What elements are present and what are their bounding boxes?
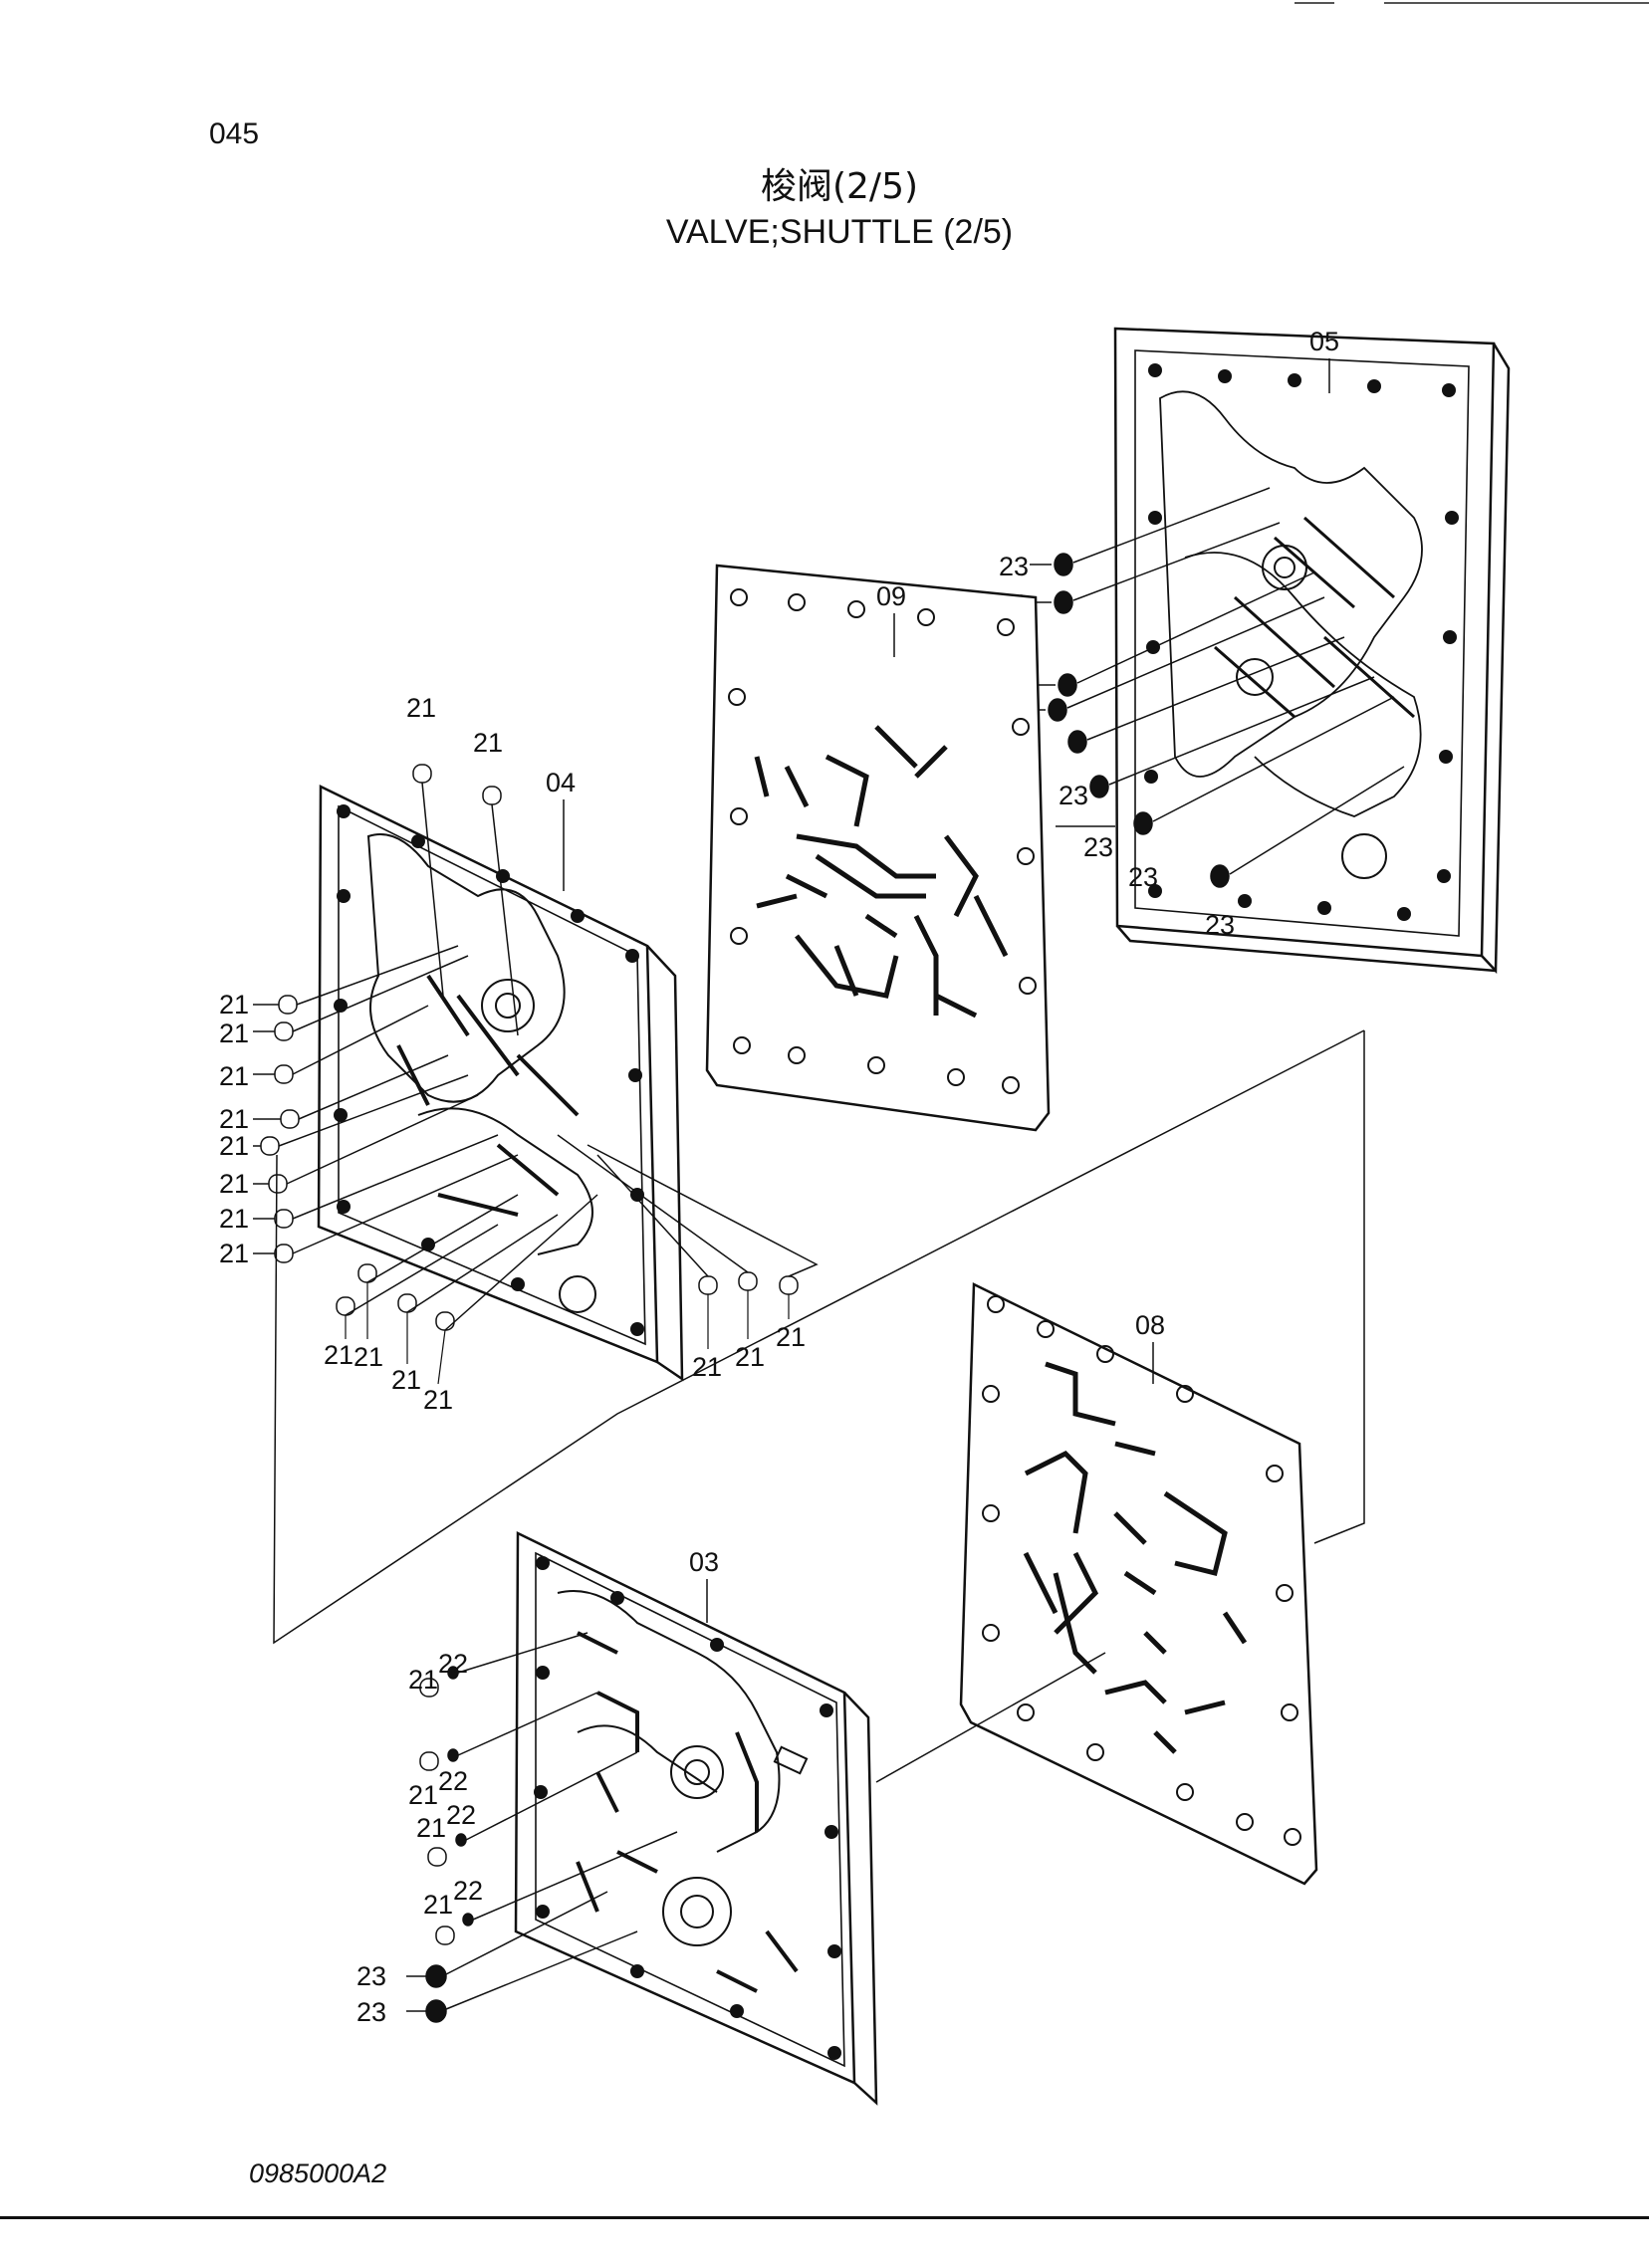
label-plug-21: 21 bbox=[324, 1340, 353, 1370]
label-plate-09: 09 bbox=[876, 581, 906, 611]
label-screen-23: 23 bbox=[1059, 781, 1088, 810]
screen-group-05 bbox=[1030, 487, 1405, 888]
label-plug-21: 21 bbox=[219, 1061, 249, 1091]
label-screen-23: 23 bbox=[1083, 832, 1113, 862]
plate-04 bbox=[317, 785, 684, 1382]
label-ring-22: 22 bbox=[438, 1766, 468, 1796]
label-plug-21: 21 bbox=[219, 1019, 249, 1048]
label-plug-21: 21 bbox=[219, 1239, 249, 1268]
assembly-lines bbox=[273, 825, 1365, 1783]
label-plug-21: 21 bbox=[735, 1342, 765, 1372]
label-plug-21: 21 bbox=[219, 1104, 249, 1134]
plug-leader-lines bbox=[253, 782, 819, 1331]
label-plug-21: 21 bbox=[219, 1204, 249, 1234]
label-plug-21: 21 bbox=[473, 728, 503, 758]
label-screen-23: 23 bbox=[1205, 910, 1235, 940]
label-screen-23: 23 bbox=[999, 552, 1029, 581]
label-plug-21: 21 bbox=[408, 1780, 438, 1810]
label-plug-21: 21 bbox=[776, 1322, 806, 1352]
label-ring-22: 22 bbox=[453, 1876, 483, 1906]
label-plug-21: 21 bbox=[219, 1131, 249, 1161]
label-plate-03: 03 bbox=[689, 1547, 719, 1577]
label-plug-21: 21 bbox=[391, 1365, 421, 1395]
label-ring-22: 22 bbox=[438, 1649, 468, 1679]
page-title-english: VALVE;SHUTTLE (2/5) bbox=[665, 213, 1014, 251]
label-plug-21: 21 bbox=[219, 990, 249, 1020]
label-plug-21: 21 bbox=[406, 693, 436, 723]
label-ring-22: 22 bbox=[446, 1800, 476, 1830]
label-screen-23: 23 bbox=[1128, 862, 1158, 892]
label-plug-21: 21 bbox=[219, 1169, 249, 1199]
plate-08 bbox=[959, 1282, 1318, 1886]
label-plug-21: 21 bbox=[353, 1342, 383, 1372]
drawing-code: 0985000A2 bbox=[249, 2158, 387, 2188]
plate-09 bbox=[705, 564, 1051, 1132]
label-plug-21: 21 bbox=[416, 1813, 446, 1843]
top-edge-rule bbox=[1295, 2, 1334, 4]
label-plate-05: 05 bbox=[1309, 327, 1339, 356]
label-plug-21: 21 bbox=[423, 1385, 453, 1415]
page-title-chinese: 梭阀(2/5) bbox=[760, 166, 919, 207]
top-edge-rule bbox=[1384, 2, 1649, 4]
label-plug-21: 21 bbox=[423, 1890, 453, 1920]
label-screen-23: 23 bbox=[356, 1961, 386, 1991]
label-plate-08: 08 bbox=[1135, 1310, 1165, 1340]
part-group-03 bbox=[406, 1632, 678, 2023]
plate-03 bbox=[514, 1531, 878, 2106]
bottom-rule bbox=[0, 2216, 1649, 2219]
page-number: 045 bbox=[209, 117, 260, 150]
label-screen-23: 23 bbox=[356, 1997, 386, 2027]
label-plug-21: 21 bbox=[408, 1665, 438, 1695]
plate-05 bbox=[1113, 327, 1511, 975]
label-plate-04: 04 bbox=[546, 768, 576, 797]
